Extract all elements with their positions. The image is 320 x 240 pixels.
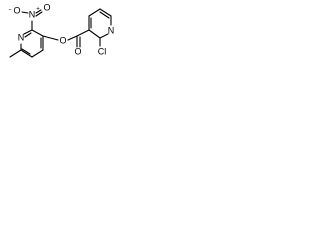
left-pyridine-ring — [9, 29, 44, 58]
bond-carbonyl-c-ring — [76, 29, 90, 37]
structure-canvas: O − N + O O N O N Cl — [0, 0, 143, 81]
bond-n1-c2 — [99, 33, 109, 39]
right-pyridine-ring — [88, 8, 112, 47]
bond-c3-o-ester — [42, 35, 59, 41]
bond-c2-c3 — [88, 29, 101, 39]
bond-n1-c2-double — [24, 32, 32, 38]
atom-labels: O − N + O O N O N Cl — [8, 2, 114, 56]
bond-c2-c3 — [31, 29, 44, 37]
atom-n-nitro: N — [29, 9, 36, 19]
bond-c4-c5 — [88, 8, 101, 17]
bond-o-ester-carbonyl-c — [67, 35, 78, 41]
bond-c5-c6-double — [21, 48, 31, 55]
ester-linkage — [42, 29, 90, 48]
bond-c5-c6 — [20, 49, 33, 58]
atom-o-ester: O — [59, 35, 66, 45]
bond-c6-methyl — [9, 49, 22, 58]
atom-n-right-ring: N — [108, 25, 115, 35]
atom-o-nitro: O — [13, 5, 20, 15]
atom-n-left-ring: N — [18, 32, 25, 42]
bond-c5-c6-double — [99, 11, 110, 19]
atom-cl: Cl — [98, 46, 107, 56]
bond-nitro-n-o-minus — [21, 11, 29, 14]
bond-nitro-n-o — [35, 9, 42, 14]
bond-c4-c5 — [31, 49, 44, 58]
charge-minus: − — [8, 8, 12, 14]
molecule-diagram: O − N + O O N O N Cl — [8, 2, 114, 58]
atom-o-nitro-double: O — [43, 2, 50, 12]
nitro-group — [21, 9, 43, 31]
atom-o-carbonyl: O — [74, 46, 81, 56]
bond-c5-c6 — [99, 8, 112, 17]
charge-plus: + — [36, 7, 40, 13]
bond-n1-c2 — [23, 29, 33, 35]
bond-nitro-n-o-double — [35, 11, 43, 17]
